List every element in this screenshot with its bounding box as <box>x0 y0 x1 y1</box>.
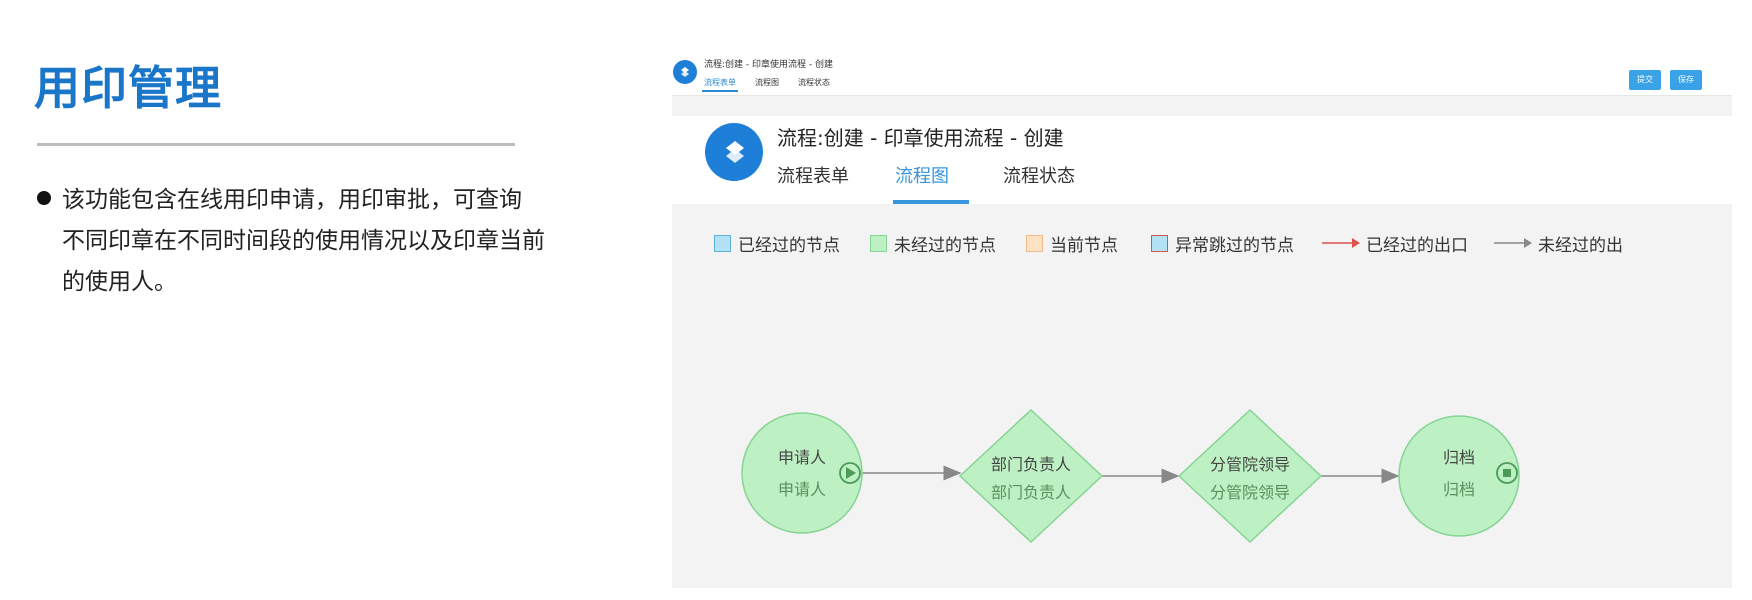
app-logo-icon <box>673 60 697 84</box>
legend: 已经过的节点 未经过的节点 当前节点 异常跳过的节点 已经过的出口 未经过的出 <box>672 228 1732 264</box>
node-subtitle: 申请人 <box>778 480 826 499</box>
legend-item-passed-node: 已经过的节点 <box>714 228 840 258</box>
legend-swatch <box>870 234 887 252</box>
app-logo-icon <box>705 123 763 181</box>
node-subtitle: 分管院领导 <box>1210 483 1290 502</box>
legend-swatch <box>1026 234 1043 252</box>
start-marker-icon <box>839 462 861 484</box>
mini-header-bar: 流程:创建 - 印章使用流程 - 创建 流程表单 流程图 流程状态 提交 保存 <box>672 50 1732 96</box>
tab-status[interactable]: 流程状态 <box>1003 166 1075 187</box>
bullet-item: 该功能包含在线用印申请，用印审批，可查询 不同印章在不同时间段的使用情况以及印章… <box>36 180 576 303</box>
end-marker-icon <box>1496 462 1518 484</box>
legend-label: 未经过的出 <box>1538 235 1623 256</box>
bullet-line: 该功能包含在线用印申请，用印审批，可查询 <box>62 187 522 213</box>
legend-label: 异常跳过的节点 <box>1175 235 1294 256</box>
mini-tab-status[interactable]: 流程状态 <box>798 78 830 87</box>
tab-indicator <box>893 200 969 204</box>
legend-item-current-node: 当前节点 <box>1026 228 1118 258</box>
legend-item-unpassed-exit: 未经过的出 <box>1494 228 1623 258</box>
node-title: 部门负责人 <box>991 455 1071 474</box>
mini-tab-form[interactable]: 流程表单 <box>704 78 736 87</box>
bullet-text: 该功能包含在线用印申请，用印审批，可查询 不同印章在不同时间段的使用情况以及印章… <box>62 180 576 303</box>
bullet-line: 的使用人。 <box>62 269 177 295</box>
tab-form[interactable]: 流程表单 <box>777 166 849 187</box>
flow-node-archive[interactable]: 归档 归档 <box>1398 415 1520 537</box>
flow-diagram: 申请人 申请人 部门负责人 部门负责人 分管院领导 分管院领导 归档 归档 <box>741 408 1520 544</box>
tab-diagram[interactable]: 流程图 <box>895 166 949 187</box>
save-button[interactable]: 保存 <box>1670 70 1702 90</box>
legend-item-unpassed-node: 未经过的节点 <box>870 228 996 258</box>
node-title: 申请人 <box>778 448 826 467</box>
mini-page-title: 流程:创建 - 印章使用流程 - 创建 <box>704 60 833 70</box>
red-arrow-icon <box>1322 238 1360 248</box>
legend-item-passed-exit: 已经过的出口 <box>1322 228 1468 258</box>
slide-title: 用印管理 <box>34 61 222 115</box>
flow-node-department-head[interactable]: 部门负责人 部门负责人 <box>958 408 1104 544</box>
bullet-line: 不同印章在不同时间段的使用情况以及印章当前 <box>62 228 545 254</box>
title-divider <box>37 143 515 146</box>
bullet-dot-icon <box>37 191 51 205</box>
submit-button[interactable]: 提交 <box>1629 70 1661 90</box>
node-subtitle: 归档 <box>1443 480 1475 499</box>
legend-label: 当前节点 <box>1050 235 1118 256</box>
workflow-screenshot: 流程:创建 - 印章使用流程 - 创建 流程表单 流程图 流程状态 提交 保存 … <box>672 50 1732 588</box>
node-title: 归档 <box>1443 448 1475 467</box>
node-title: 分管院领导 <box>1210 455 1290 474</box>
flow-header: 流程:创建 - 印章使用流程 - 创建 流程表单 流程图 流程状态 <box>672 116 1732 204</box>
legend-label: 已经过的节点 <box>738 235 840 256</box>
legend-swatch <box>714 234 731 252</box>
flow-node-supervising-leader[interactable]: 分管院领导 分管院领导 <box>1177 408 1323 544</box>
legend-swatch <box>1151 234 1168 252</box>
node-subtitle: 部门负责人 <box>991 483 1071 502</box>
mini-tab-indicator <box>702 90 738 92</box>
legend-item-skipped-node: 异常跳过的节点 <box>1151 228 1294 258</box>
page-title: 流程:创建 - 印章使用流程 - 创建 <box>777 126 1064 150</box>
mini-tab-diagram[interactable]: 流程图 <box>755 78 779 87</box>
flow-node-applicant[interactable]: 申请人 申请人 <box>741 412 863 534</box>
gray-arrow-icon <box>1494 238 1532 248</box>
legend-label: 未经过的节点 <box>894 235 996 256</box>
legend-label: 已经过的出口 <box>1366 235 1468 256</box>
